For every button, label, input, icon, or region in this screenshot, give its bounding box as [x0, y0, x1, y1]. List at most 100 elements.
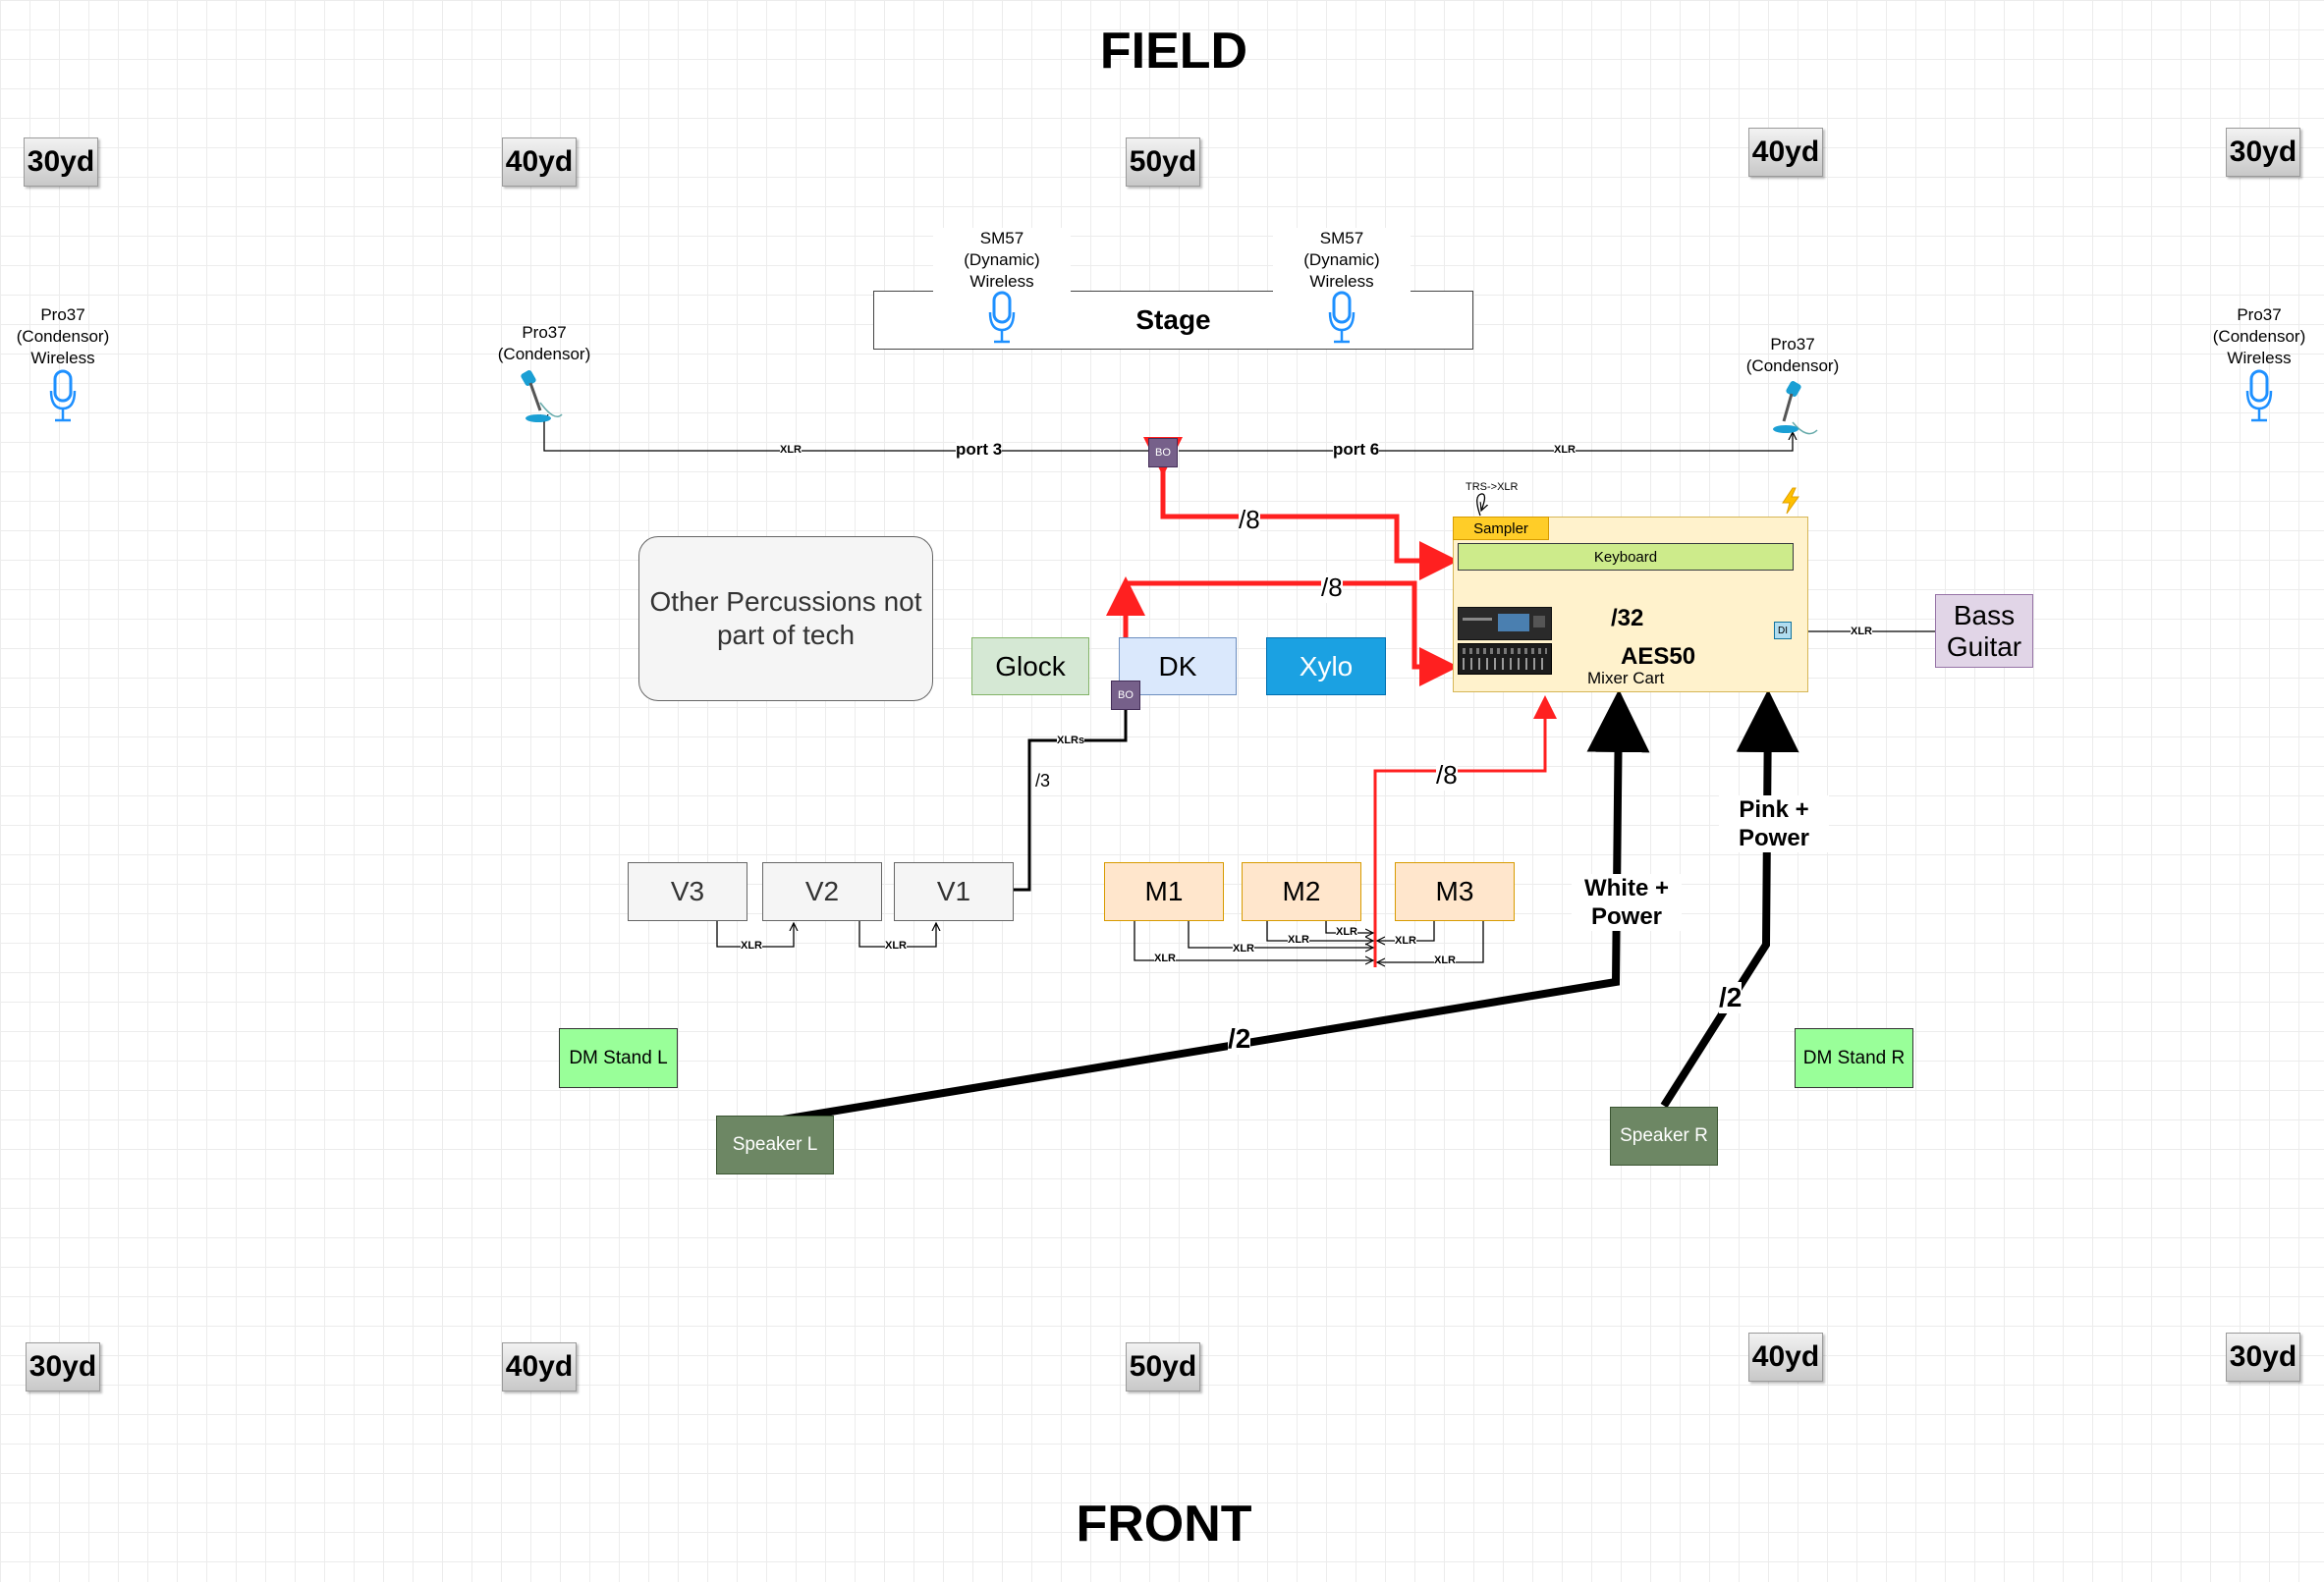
red-wire-m-mixer: [1373, 695, 1557, 967]
condenser-mic-icon: [521, 370, 551, 422]
front-title: FRONT: [1076, 1496, 1252, 1553]
xlr-label: XLR: [885, 940, 907, 952]
mic-label-stage-right: SM57 (Dynamic) Wireless: [1273, 228, 1411, 293]
slash8-label: /8: [1436, 760, 1458, 791]
trs-xlr-loop: [1476, 493, 1485, 517]
trs-xlr-label: TRS->XLR: [1466, 481, 1519, 493]
sampler-box[interactable]: Sampler: [1453, 517, 1549, 540]
xlr-wire-left: [544, 422, 1149, 452]
mic-label-right: Pro37 (Condensor): [1745, 335, 1840, 375]
mic-label-far-left: Pro37 (Condensor) Wireless: [16, 305, 110, 367]
pink-power-label: Pink + Power: [1719, 795, 1829, 852]
xlr-label: XLR: [1233, 943, 1254, 955]
xylo-box[interactable]: Xylo: [1266, 637, 1386, 695]
bass-guitar-label: Bass Guitar: [1946, 599, 2022, 662]
xlrs-label: XLRs: [1057, 735, 1085, 746]
speaker-right-label: Speaker R: [1620, 1125, 1708, 1146]
xlr-label: XLR: [780, 444, 802, 456]
xlr-label: XLR: [1554, 444, 1576, 456]
stagebox-unit[interactable]: [1458, 607, 1552, 640]
slash8-label: /8: [1239, 505, 1260, 535]
red-wire-dk-mixer: [1126, 580, 1459, 686]
bass-guitar-box[interactable]: Bass Guitar: [1935, 594, 2033, 668]
port6-label: port 6: [1333, 440, 1380, 460]
pink-power-cable: [1660, 689, 1799, 1109]
di-label: DI: [1778, 625, 1788, 636]
v1-box[interactable]: V1: [894, 862, 1014, 921]
xlr-m2-b: [1325, 921, 1373, 933]
white-power-cable: [782, 689, 1650, 1123]
wireless-mic-icon: [2245, 369, 2273, 422]
mic-label-left: Pro37 (Condensor): [497, 323, 591, 363]
dk-label: DK: [1158, 650, 1197, 682]
dm-stand-right[interactable]: DM Stand R: [1795, 1028, 1913, 1088]
v2-box[interactable]: V2: [762, 862, 882, 921]
sampler-label: Sampler: [1473, 519, 1528, 537]
stage: Stage: [873, 291, 1473, 350]
slash32-label: /32: [1611, 605, 1644, 632]
wireless-mic-icon: [988, 291, 1016, 344]
yard-marker: 50yd: [1126, 1342, 1200, 1391]
v3-box[interactable]: V3: [628, 862, 747, 921]
condenser-mic-icon: [1773, 381, 1801, 433]
m1-box[interactable]: M1: [1104, 862, 1224, 921]
mic-label-far-right: Pro37 (Condensor) Wireless: [2212, 305, 2306, 367]
speaker-left[interactable]: Speaker L: [716, 1116, 834, 1174]
v2-label: V2: [804, 876, 840, 906]
speaker-right[interactable]: Speaker R: [1610, 1107, 1718, 1166]
m1-label: M1: [1144, 876, 1184, 906]
yard-marker: 30yd: [2226, 1333, 2300, 1382]
other-percussions-box: Other Percussions not part of tech: [638, 536, 933, 701]
di-box[interactable]: DI: [1774, 622, 1792, 639]
m2-label: M2: [1282, 876, 1321, 906]
aes50-label: AES50: [1621, 643, 1696, 670]
mic-label-stage-left: SM57 (Dynamic) Wireless: [933, 228, 1071, 293]
wireless-mic-icon: [49, 369, 77, 422]
white-power-label: White + Power: [1572, 874, 1682, 931]
yard-marker: 40yd: [1748, 128, 1823, 177]
slash8-label: /8: [1321, 573, 1343, 603]
xlr-m2-a: [1266, 921, 1373, 941]
breakout-box[interactable]: BO: [1111, 681, 1140, 710]
breakout-label: BO: [1118, 689, 1134, 701]
yard-marker: 30yd: [26, 1342, 100, 1391]
m3-box[interactable]: M3: [1395, 862, 1515, 921]
xlr-label: XLR: [1154, 953, 1176, 964]
stage-label: Stage: [1135, 304, 1211, 335]
xylo-label: Xylo: [1299, 650, 1354, 682]
lightning-icon: [1782, 487, 1799, 515]
m2-box[interactable]: M2: [1242, 862, 1361, 921]
xlr-label: XLR: [741, 940, 762, 952]
xlr-m1-a: [1134, 921, 1373, 960]
yard-marker: 30yd: [24, 137, 98, 187]
field-title: FIELD: [1099, 23, 1248, 80]
slash2-label: /2: [1719, 982, 1743, 1013]
dm-stand-left[interactable]: DM Stand L: [559, 1028, 678, 1088]
slash2-label: /2: [1228, 1023, 1251, 1055]
m3-label: M3: [1435, 876, 1474, 906]
red-wire-bo-top-1: [1143, 437, 1342, 519]
dm-stand-left-label: DM Stand L: [569, 1047, 668, 1068]
xlr-label: XLR: [1851, 626, 1872, 637]
xlr-m3-b: [1377, 921, 1484, 962]
dm-stand-right-label: DM Stand R: [1802, 1047, 1906, 1068]
yard-marker: 40yd: [1748, 1333, 1823, 1382]
xlr-wire-right: [1179, 432, 1793, 452]
dk-box[interactable]: DK: [1119, 637, 1237, 695]
v1-label: V1: [936, 876, 971, 906]
breakout-box[interactable]: BO: [1148, 438, 1178, 467]
glock-box[interactable]: Glock: [971, 637, 1089, 695]
keyboard-box[interactable]: Keyboard: [1458, 543, 1794, 571]
yard-marker: 40yd: [502, 1342, 577, 1391]
yard-marker: 30yd: [2226, 128, 2300, 177]
v3-label: V3: [670, 876, 705, 906]
wireless-mic-icon: [1328, 291, 1356, 344]
red-wire-bo-top-2: [1342, 514, 1459, 580]
xlr-label: XLR: [1336, 926, 1357, 938]
yard-marker: 40yd: [502, 137, 577, 187]
xlr-label: XLR: [1434, 955, 1456, 966]
other-percussions-label: Other Percussions not part of tech: [649, 586, 922, 650]
mixer-console-unit[interactable]: [1458, 643, 1552, 675]
mixer-cart-label: Mixer Cart: [1587, 669, 1665, 687]
